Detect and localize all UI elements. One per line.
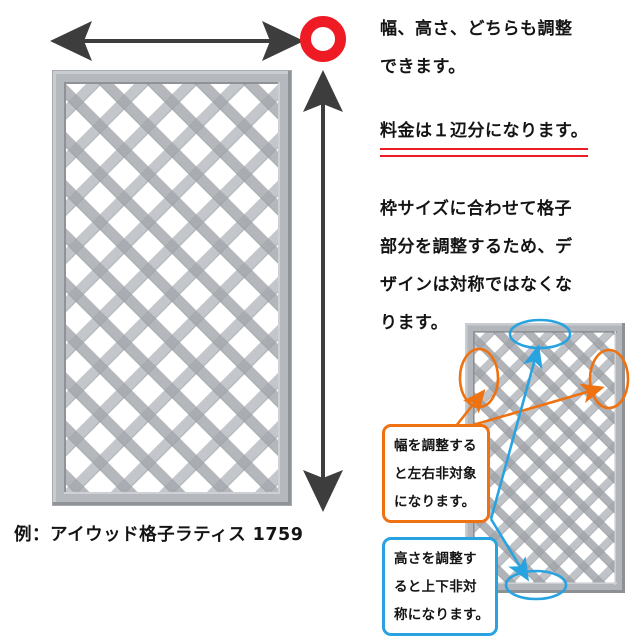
callout-height: 高さを調整す ると上下非対 称になります。 (382, 537, 498, 636)
callout-width: 幅を調整する と左右非対象 になります。 (382, 424, 490, 523)
callout-width-line-1: 幅を調整する (394, 438, 477, 454)
note-asymmetry-line-2: 部分を調整するため、デ (380, 237, 573, 257)
width-double-arrow (50, 21, 304, 61)
note-adjustable-line-2: できます。 (380, 57, 466, 77)
callout-height-line-1: 高さを調整す (394, 551, 477, 567)
lattice-panel-large (52, 70, 292, 506)
note-price: 料金は１辺分になります。 (380, 112, 589, 157)
note-adjustable-line-1: 幅、高さ、どちらも調整 (380, 19, 573, 39)
callout-width-line-2: と左右非対象 (394, 466, 477, 482)
left-edge-ellipse (458, 347, 500, 409)
price-red-double-underline (380, 148, 589, 157)
note-price-line-1: 料金は１辺分になります。 (380, 121, 589, 141)
note-asymmetry: 枠サイズに合わせて格子 部分を調整するため、デ ザインは対称ではなくな ります。 (380, 190, 573, 342)
right-edge-ellipse (588, 348, 630, 410)
note-asymmetry-line-3: ザインは対称ではなくな (380, 275, 573, 295)
note-asymmetry-line-1: 枠サイズに合わせて格子 (380, 199, 572, 219)
bottom-edge-ellipse (504, 569, 568, 601)
callout-width-line-3: になります。 (394, 494, 476, 510)
callout-height-leaders (489, 344, 543, 582)
top-edge-ellipse (508, 318, 572, 350)
red-circle-mark (300, 16, 346, 62)
note-asymmetry-line-4: ります。 (380, 313, 449, 333)
note-adjustable: 幅、高さ、どちらも調整 できます。 (380, 10, 573, 86)
height-double-arrow (303, 70, 343, 512)
large-panel-caption: 例：アイウッド格子ラティス 1759 (14, 525, 304, 545)
callout-height-line-3: 称になります。 (394, 607, 490, 623)
callout-height-line-2: ると上下非対 (394, 579, 477, 595)
